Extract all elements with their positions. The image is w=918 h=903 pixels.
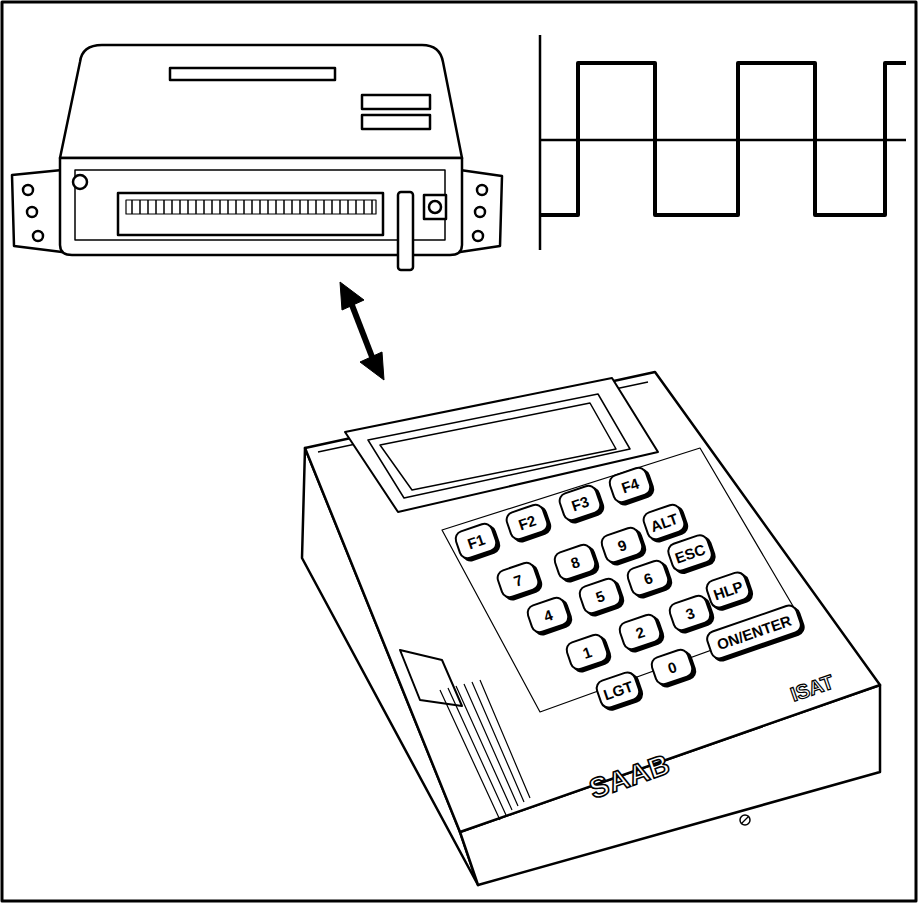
- double-arrow: [340, 282, 384, 380]
- control-unit: [12, 45, 502, 270]
- diagnostic-tester: [302, 372, 880, 885]
- signal-wave: [540, 35, 906, 250]
